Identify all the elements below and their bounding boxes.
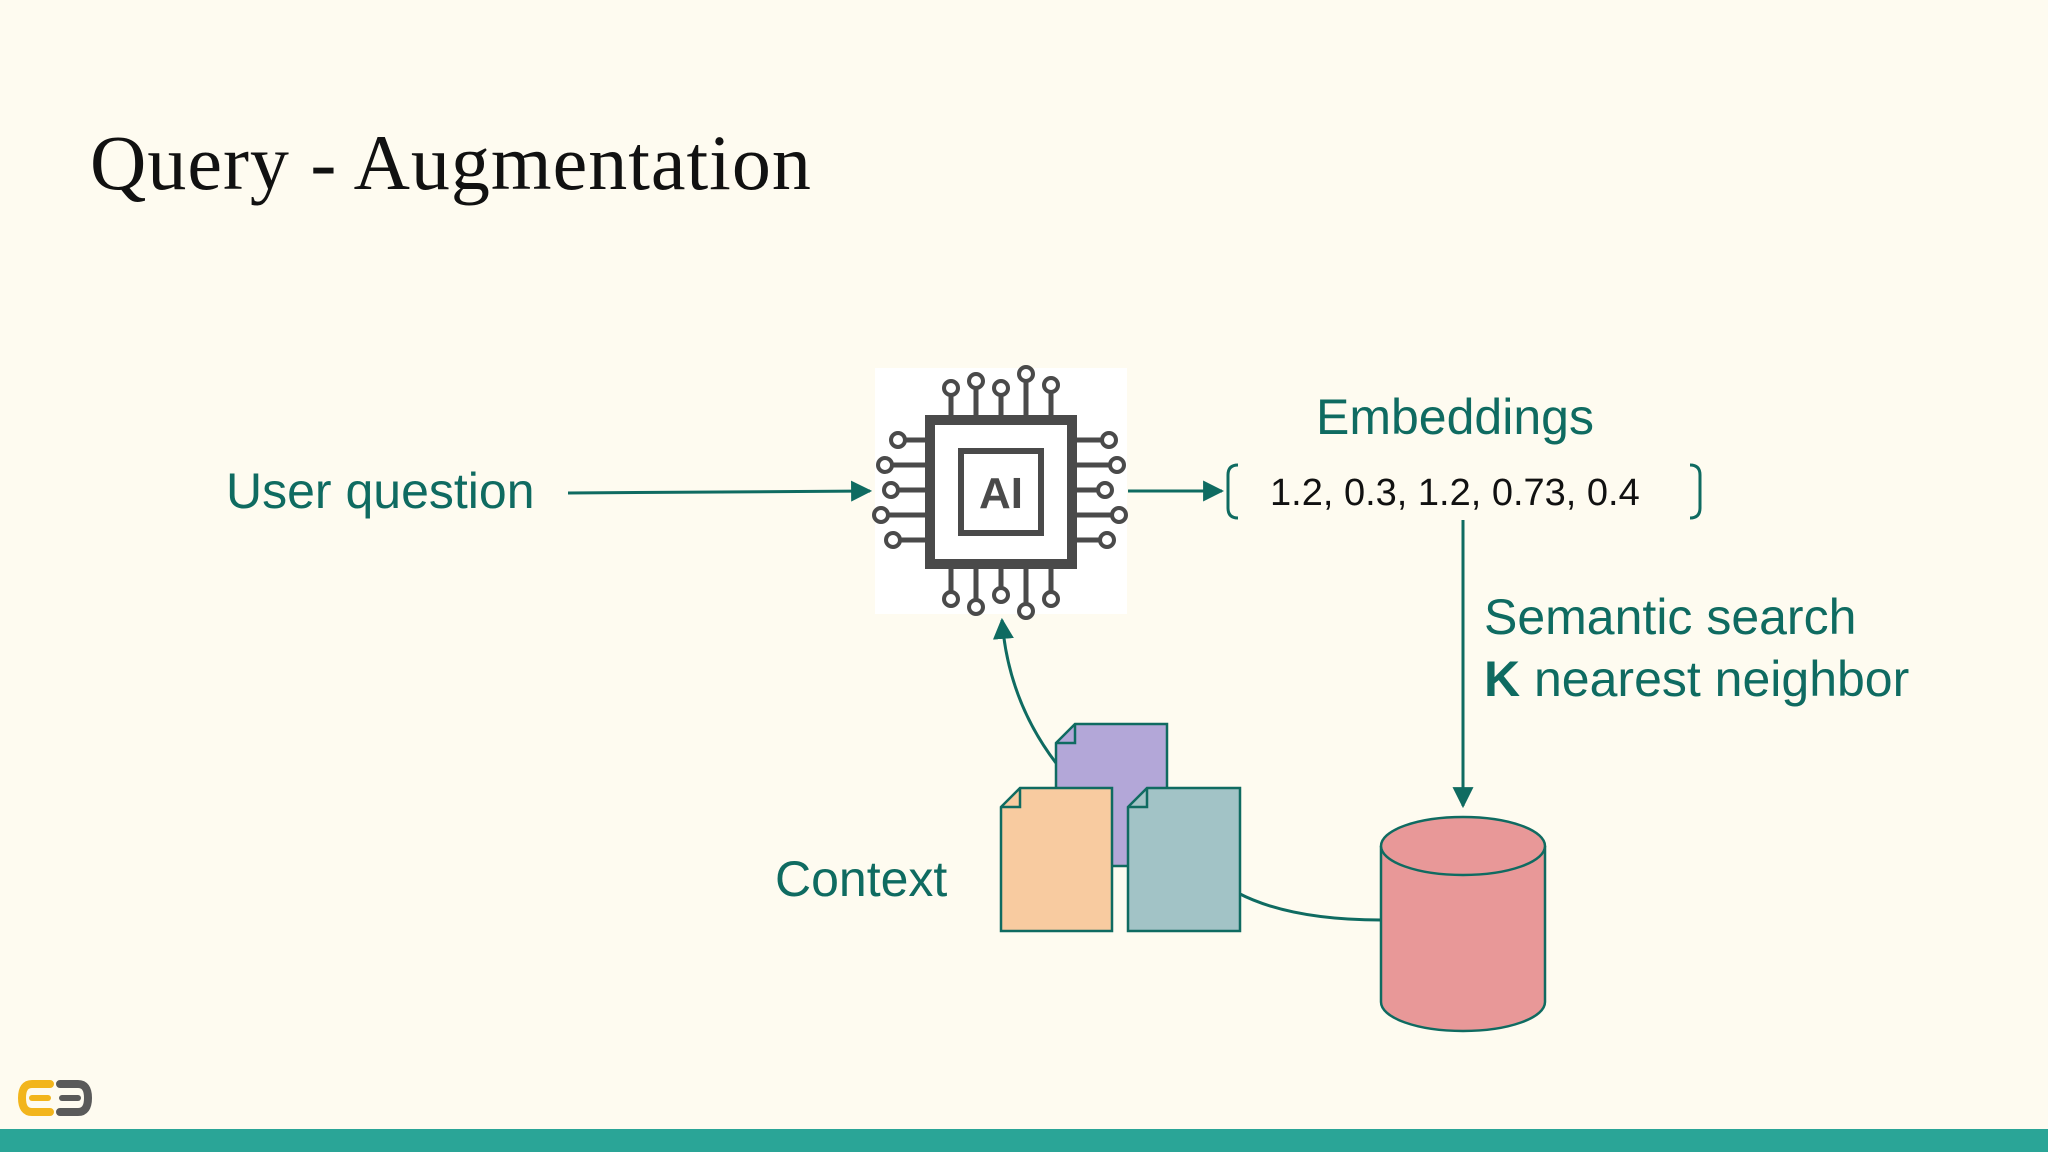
embedding-right-bracket	[1689, 463, 1702, 520]
curve-db-to-docs	[1237, 891, 1382, 922]
arrow-question-to-ai	[567, 480, 873, 502]
semantic-search-label: Semantic search	[1484, 589, 1857, 645]
document-icon-orange	[999, 786, 1114, 933]
embeddings-label: Embeddings	[1316, 389, 1594, 445]
ai-chip-label: AI	[979, 469, 1023, 518]
context-label: Context	[775, 851, 948, 907]
page-title: Query - Augmentation	[90, 119, 812, 206]
user-question-label: User question	[226, 463, 535, 519]
document-icon-blue	[1126, 786, 1242, 933]
knn-label: K nearest neighbor	[1484, 654, 1909, 704]
bottom-bar	[0, 1129, 2048, 1152]
knn-k: K	[1484, 651, 1521, 707]
database-icon	[1379, 815, 1547, 1033]
embedding-vector: 1.2, 0.3, 1.2, 0.73, 0.4	[1270, 472, 1640, 514]
logo-icon	[18, 1080, 92, 1116]
arrow-context-to-ai	[992, 617, 1058, 764]
ai-chip-icon: AI	[872, 365, 1128, 620]
embedding-left-bracket	[1226, 463, 1239, 520]
knn-rest: nearest neighbor	[1520, 651, 1910, 707]
